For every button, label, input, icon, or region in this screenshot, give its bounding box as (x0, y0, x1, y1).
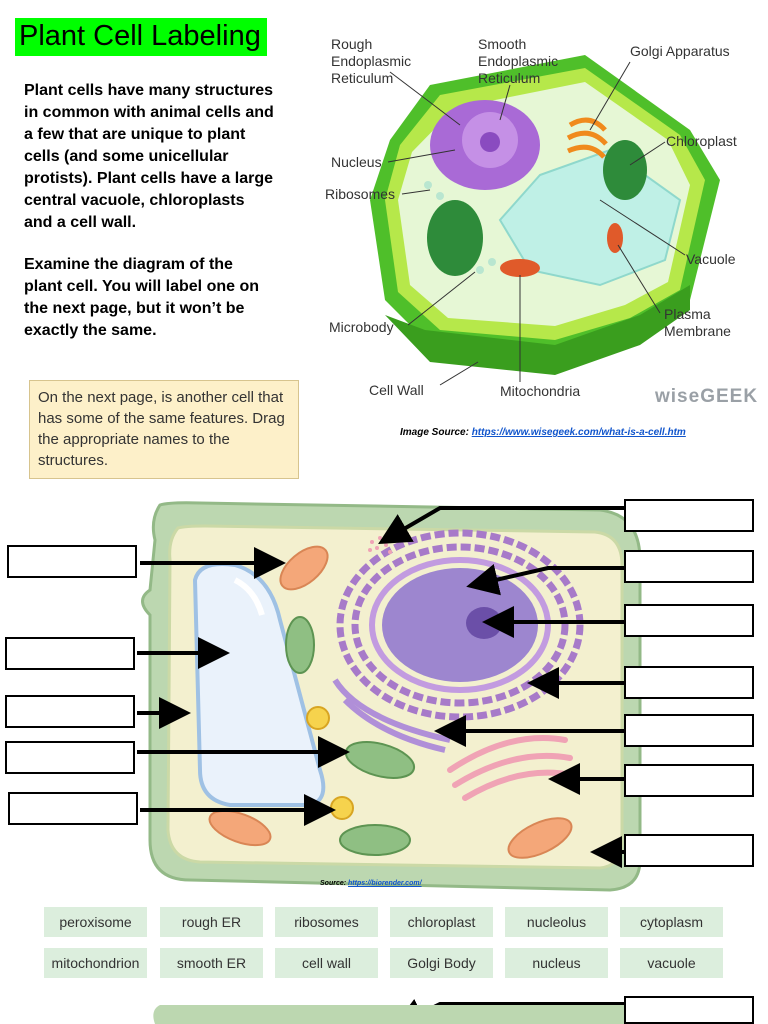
peroxisome-shape-2 (330, 796, 354, 820)
label-vacuole: Vacuole (686, 251, 736, 267)
golgi-shape (568, 117, 607, 132)
word-chip-rough-er[interactable]: rough ER (160, 907, 263, 937)
label-box-10[interactable] (624, 714, 754, 747)
label-box-5[interactable] (8, 792, 138, 825)
mitochondria-shape (500, 259, 540, 277)
label-box-2[interactable] (5, 637, 135, 670)
label-golgi: Golgi Apparatus (630, 43, 730, 59)
word-chip-cytoplasm[interactable]: cytoplasm (620, 907, 723, 937)
instruction-note: On the next page, is another cell that h… (29, 380, 299, 479)
mitochondrion-shape-2 (208, 809, 272, 847)
label-rough-er: Rough Endoplasmic Reticulum (331, 36, 412, 86)
label-box-1[interactable] (7, 545, 137, 578)
label-box-7[interactable] (624, 550, 754, 583)
word-chip-nucleolus[interactable]: nucleolus (505, 907, 608, 937)
word-chip-ribosomes[interactable]: ribosomes (275, 907, 378, 937)
label-box-11[interactable] (624, 764, 754, 797)
label-box-8[interactable] (624, 604, 754, 637)
nuclear-envelope-shape (369, 557, 551, 693)
chloroplast-shape-3 (339, 824, 411, 856)
chloroplast-shape-2 (427, 200, 483, 276)
label-arrows (137, 506, 625, 1024)
nucleus-shape (382, 568, 538, 682)
word-chip-chloroplast[interactable]: chloroplast (390, 907, 493, 937)
word-chip-vacuole[interactable]: vacuole (620, 948, 723, 978)
word-chip-mitochondrion[interactable]: mitochondrion (44, 948, 147, 978)
word-chip-golgi-body[interactable]: Golgi Body (390, 948, 493, 978)
smooth-er-shape (332, 678, 451, 753)
label-box-6[interactable] (624, 499, 754, 532)
label-ribosomes: Ribosomes (325, 186, 396, 202)
label-mitochondria: Mitochondria (500, 383, 581, 399)
intro-text: Plant cells have many structures in comm… (24, 80, 274, 362)
word-chip-cell-wall[interactable]: cell wall (275, 948, 378, 978)
chloroplast-shape-1 (603, 140, 647, 200)
rough-er-shape (336, 529, 584, 721)
intro-paragraph-2: Examine the diagram of the plant cell. Y… (24, 256, 259, 339)
label-cell-wall: Cell Wall (369, 382, 424, 398)
image-source: Image Source: https://www.wisegeek.com/w… (400, 427, 686, 438)
reference-plant-cell-diagram (370, 55, 720, 386)
mitochondrion-shape-3 (507, 817, 573, 859)
cell-source-link[interactable]: https://biorender.com/ (348, 880, 422, 887)
label-box-4[interactable] (5, 741, 135, 774)
image-source-link[interactable]: https://www.wisegeek.com/what-is-a-cell.… (471, 427, 686, 438)
label-smooth-er: Smooth Endoplasmic Reticulum (478, 36, 559, 86)
label-microbody: Microbody (329, 319, 394, 335)
word-chip-smooth-er[interactable]: smooth ER (160, 948, 263, 978)
word-chip-peroxisome[interactable]: peroxisome (44, 907, 147, 937)
chloroplast-shape-1 (285, 616, 315, 674)
label-chloroplast: Chloroplast (666, 133, 737, 149)
label-plasma-membrane: Plasma Membrane (664, 306, 731, 339)
label-box-12[interactable] (624, 834, 754, 867)
cell-source: Source: https://biorender.com/ (320, 880, 422, 887)
label-box-9[interactable] (624, 666, 754, 699)
mitochondrion-shape-1 (279, 545, 329, 591)
page-title: Plant Cell Labeling (15, 18, 267, 56)
wisegeek-logo: wiseGEEK (655, 386, 759, 407)
intro-paragraph-1: Plant cells have many structures in comm… (24, 82, 274, 231)
peroxisome-shape-1 (306, 706, 330, 730)
word-chip-nucleus[interactable]: nucleus (505, 948, 608, 978)
label-box-13[interactable] (624, 996, 754, 1024)
label-nucleus: Nucleus (331, 154, 382, 170)
label-box-3[interactable] (5, 695, 135, 728)
